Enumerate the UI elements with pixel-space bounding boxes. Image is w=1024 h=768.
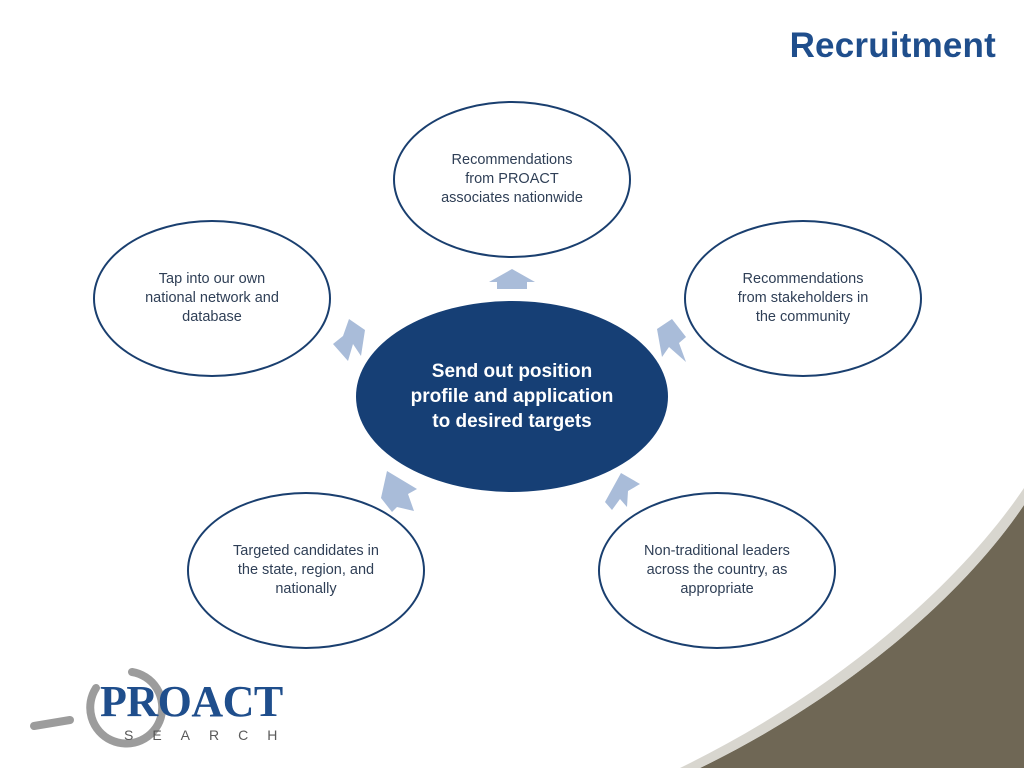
node-upper-left: Tap into our own national network and da… xyxy=(93,220,331,377)
arrow-to-lower-left xyxy=(381,471,417,512)
corner-swoosh xyxy=(700,505,1024,768)
node-lower-right: Non-traditional leaders across the count… xyxy=(598,492,836,649)
logo-subtitle: SEARCH xyxy=(124,727,297,743)
slide-title: Recruitment xyxy=(789,26,996,65)
center-node-label: Send out position profile and applicatio… xyxy=(410,361,614,432)
arrow-to-lower-right xyxy=(605,473,640,510)
node-upper-left-label: Tap into our own national network and da… xyxy=(145,271,279,325)
node-upper-right-label: Recommendations from stakeholders in the… xyxy=(737,271,869,325)
arrow-to-upper-left xyxy=(333,319,365,361)
center-node: Send out position profile and applicatio… xyxy=(356,301,668,492)
logo-wordmark: PROACT xyxy=(100,677,283,726)
node-upper-right: Recommendations from stakeholders in the… xyxy=(684,220,922,377)
node-lower-left: Targeted candidates in the state, region… xyxy=(187,492,425,649)
node-top-label: Recommendations from PROACT associates n… xyxy=(441,152,583,206)
arrow-to-upper-right xyxy=(657,319,686,362)
magnifier-icon xyxy=(30,668,167,748)
node-lower-right-label: Non-traditional leaders across the count… xyxy=(644,543,790,597)
node-top: Recommendations from PROACT associates n… xyxy=(393,101,631,258)
arrow-to-top xyxy=(489,269,535,289)
node-lower-left-label: Targeted candidates in the state, region… xyxy=(233,543,379,597)
